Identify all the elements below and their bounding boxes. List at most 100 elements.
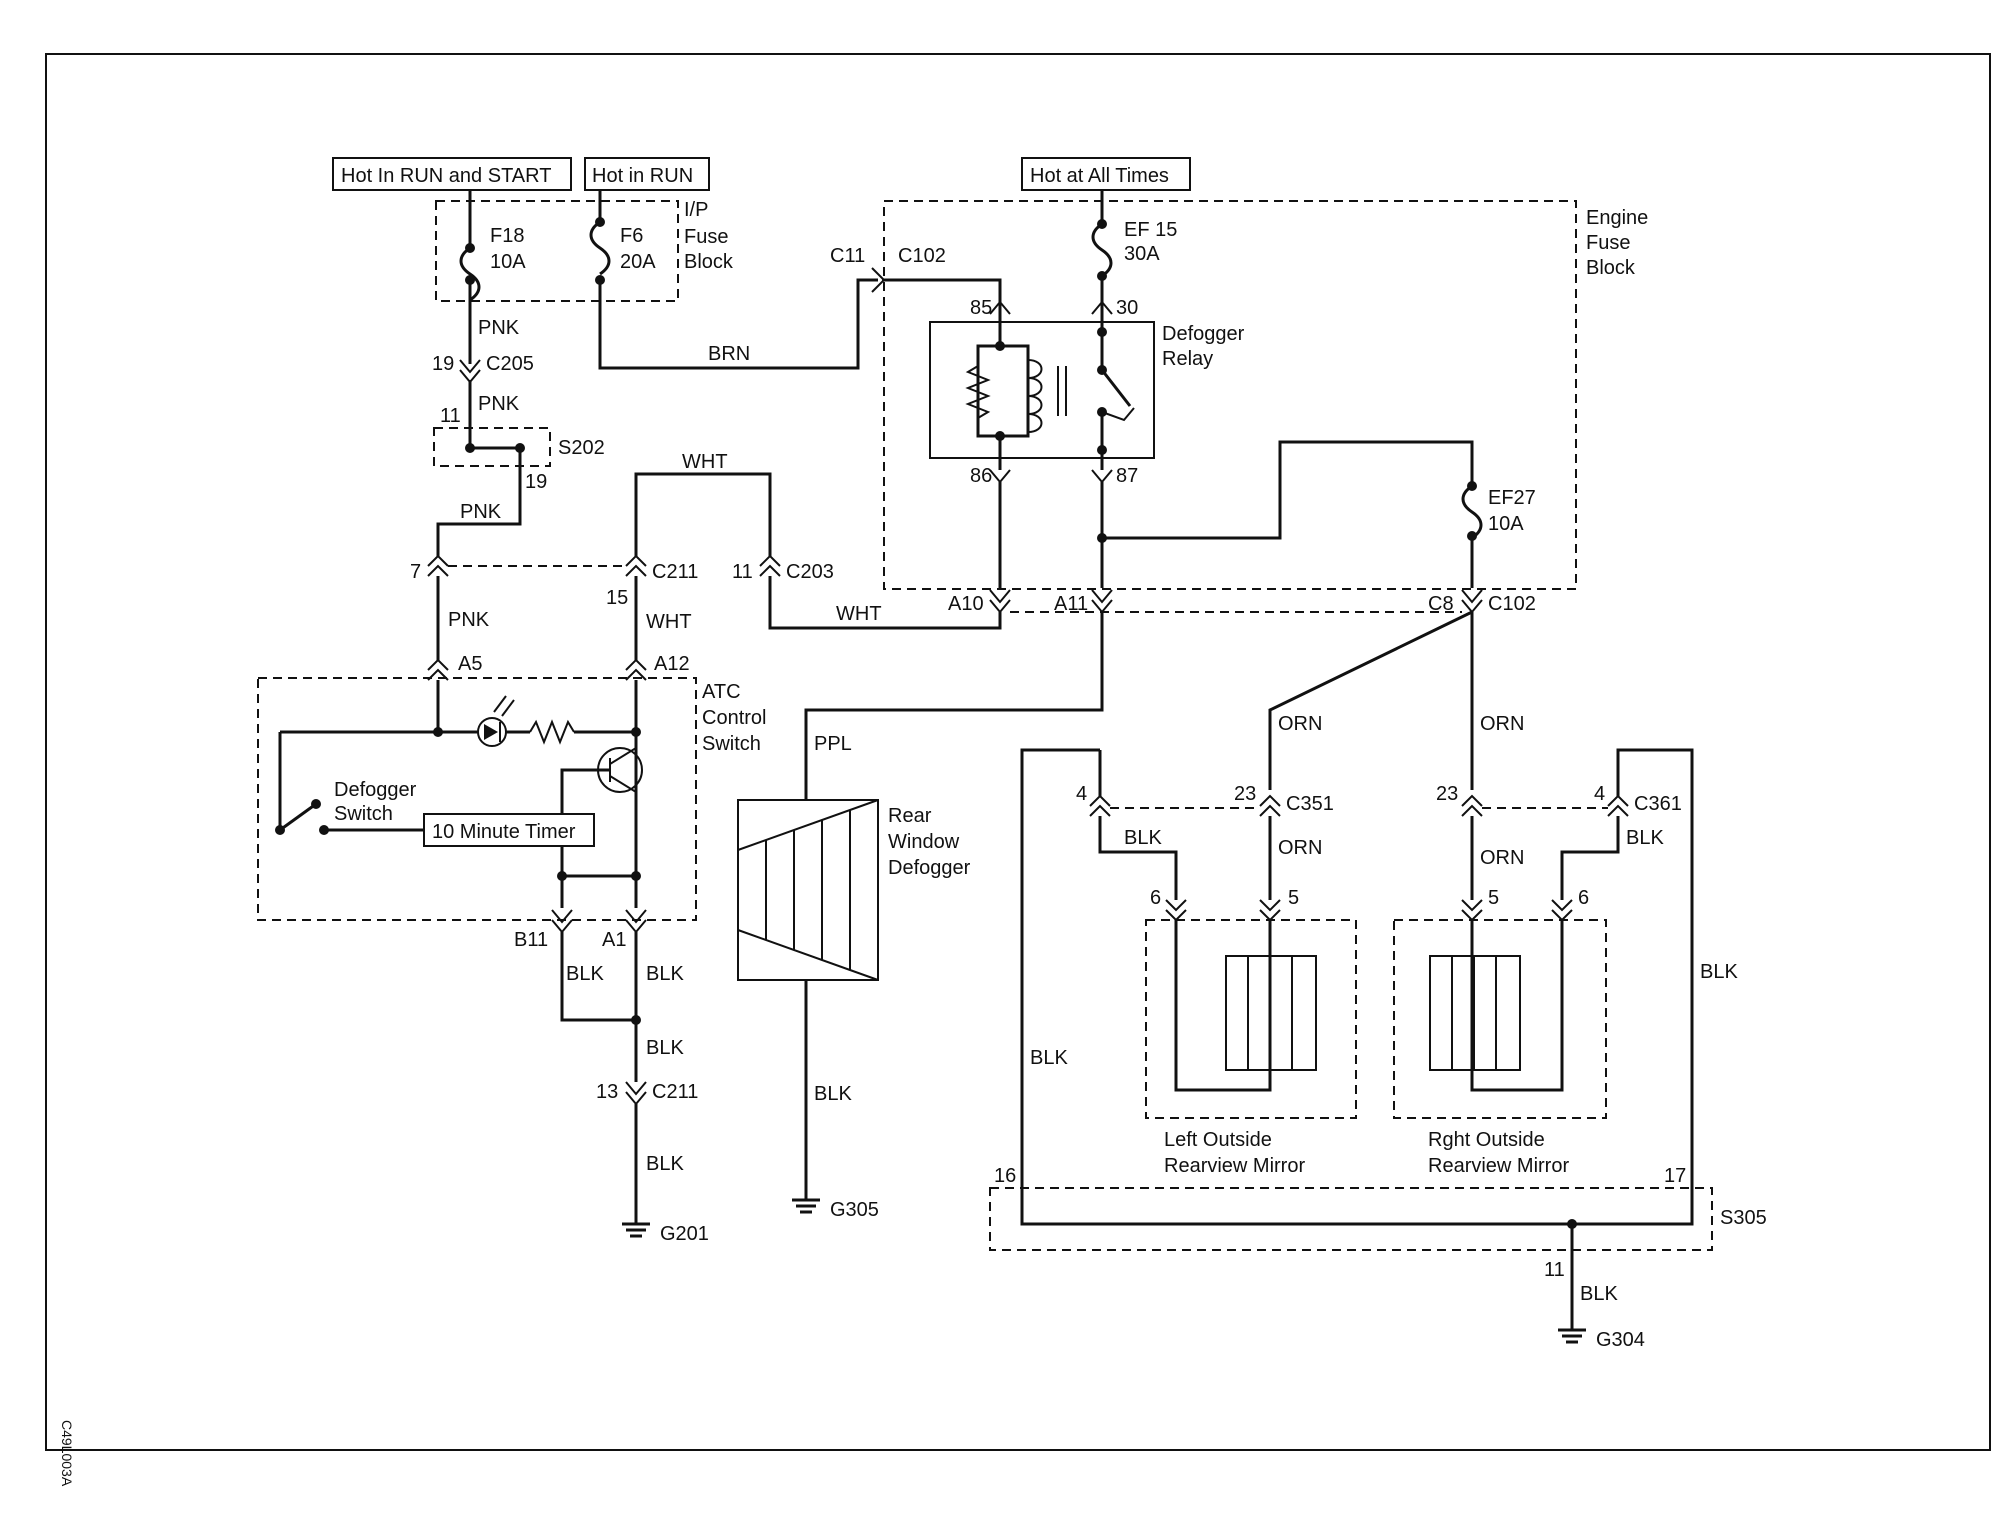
svg-text:4: 4	[1076, 783, 1087, 805]
wire-label-pnk-3: PNK	[460, 501, 502, 523]
svg-text:86: 86	[970, 465, 992, 487]
svg-text:10A: 10A	[1488, 513, 1524, 535]
svg-text:19: 19	[432, 353, 454, 375]
svg-text:Defogger: Defogger	[1162, 323, 1245, 345]
wire-label-blk-g201: BLK	[646, 1153, 684, 1175]
svg-text:G305: G305	[830, 1199, 879, 1221]
wire-label-orn-4: ORN	[1480, 847, 1524, 869]
ip-fuse-block	[435, 200, 679, 302]
svg-text:10A: 10A	[490, 251, 526, 273]
svg-text:13: 13	[596, 1081, 618, 1103]
svg-text:C102: C102	[898, 245, 946, 267]
svg-text:5: 5	[1488, 887, 1499, 909]
connector-a10	[989, 589, 1011, 614]
rear-window-defogger-label: Rear Window Defogger	[888, 805, 971, 879]
wire-label-ppl: PPL	[814, 733, 852, 755]
svg-text:Hot at All Times: Hot at All Times	[1030, 165, 1169, 187]
svg-text:30: 30	[1116, 297, 1138, 319]
svg-text:Defogger: Defogger	[334, 779, 417, 801]
fuse-ef27: EF27 10A	[1461, 481, 1536, 541]
svg-text:F18: F18	[490, 225, 524, 247]
defogger-relay	[929, 321, 1155, 459]
wire-label-orn-3: ORN	[1278, 837, 1322, 859]
svg-text:87: 87	[1116, 465, 1138, 487]
svg-text:Defogger: Defogger	[888, 857, 971, 879]
svg-text:5: 5	[1288, 887, 1299, 909]
fuse-ef15: EF 15 30A	[1091, 190, 1177, 281]
wire-label-brn: BRN	[708, 343, 750, 365]
svg-text:S202: S202	[558, 437, 605, 459]
wire-label-pnk-1: PNK	[478, 317, 520, 339]
svg-text:C351: C351	[1286, 793, 1334, 815]
svg-text:11: 11	[732, 561, 753, 583]
svg-text:A11: A11	[1054, 593, 1088, 615]
wire-label-pnk-4: PNK	[448, 609, 490, 631]
svg-text:23: 23	[1436, 783, 1458, 805]
right-mirror-heater	[1429, 955, 1521, 1071]
svg-text:C11: C11	[830, 245, 865, 267]
svg-text:11: 11	[440, 405, 461, 427]
svg-text:A10: A10	[948, 593, 984, 615]
svg-text:C102: C102	[1488, 593, 1536, 615]
svg-text:7: 7	[410, 561, 421, 583]
svg-text:Fuse: Fuse	[684, 226, 728, 248]
hot-all-times-box: Hot at All Times	[1021, 157, 1191, 191]
svg-text:F6: F6	[620, 225, 643, 247]
atc-control-switch-label: ATC Control Switch	[702, 681, 766, 755]
svg-text:B11: B11	[514, 929, 548, 951]
svg-text:Switch: Switch	[702, 733, 761, 755]
svg-text:A12: A12	[654, 653, 690, 675]
wire-label-blk-right: BLK	[1700, 961, 1738, 983]
connector-c351-pin4	[1089, 794, 1111, 817]
ground-g304: G304	[1558, 1328, 1645, 1351]
hot-run-box: Hot in RUN	[584, 157, 710, 191]
svg-text:Hot In RUN and START: Hot In RUN and START	[341, 165, 551, 187]
svg-text:16: 16	[994, 1165, 1016, 1187]
relay-pin-85	[989, 300, 1011, 315]
svg-text:Fuse: Fuse	[1586, 232, 1630, 254]
svg-text:EF 15: EF 15	[1124, 219, 1177, 241]
engine-fuse-block	[883, 200, 1577, 590]
svg-text:Left Outside: Left Outside	[1164, 1129, 1272, 1151]
figure-code: C49L003A	[59, 1420, 75, 1487]
wire-label-wht-1: WHT	[682, 451, 728, 473]
svg-text:ATC: ATC	[702, 681, 741, 703]
svg-text:Switch: Switch	[334, 803, 393, 825]
engine-fuse-block-label: Engine Fuse Block	[1586, 207, 1648, 279]
connector-c211-bottom	[625, 1081, 647, 1106]
hot-run-start-box: Hot In RUN and START	[332, 157, 572, 191]
connector-pin-7	[427, 554, 449, 577]
svg-text:4: 4	[1594, 783, 1605, 805]
svg-text:30A: 30A	[1124, 243, 1160, 265]
defogger-switch-label: Defogger Switch	[334, 779, 417, 825]
svg-text:C205: C205	[486, 353, 534, 375]
svg-text:19: 19	[525, 471, 547, 493]
svg-text:A1: A1	[602, 929, 626, 951]
wire-label-blk-b11: BLK	[566, 963, 604, 985]
connector-b11	[551, 909, 573, 934]
svg-text:6: 6	[1150, 887, 1161, 909]
wire-label-wht-3: WHT	[646, 611, 692, 633]
connector-c203	[759, 554, 781, 577]
svg-text:Rearview Mirror: Rearview Mirror	[1164, 1155, 1305, 1177]
fuse-f6: F6 20A	[589, 190, 656, 285]
wire-label-blk-left: BLK	[1030, 1047, 1068, 1069]
wire-label-orn-2: ORN	[1480, 713, 1524, 735]
svg-text:Block: Block	[684, 251, 734, 273]
svg-text:C211: C211	[652, 561, 698, 583]
svg-text:I/P: I/P	[684, 199, 708, 221]
wire-label-blk-g305: BLK	[814, 1083, 852, 1105]
defogger-relay-label: Defogger Relay	[1162, 323, 1245, 370]
wire-label-blk-a1: BLK	[646, 963, 684, 985]
connector-c8-c102	[1461, 589, 1483, 614]
splice-s202	[433, 427, 551, 467]
left-mirror-label: Left Outside Rearview Mirror	[1164, 1129, 1305, 1177]
splice-s305	[989, 1187, 1713, 1251]
svg-text:15: 15	[606, 587, 628, 609]
svg-text:C8: C8	[1428, 593, 1454, 615]
connector-c211-top	[625, 554, 647, 577]
left-mirror	[1145, 919, 1357, 1119]
wire-label-pnk-2: PNK	[478, 393, 520, 415]
ten-minute-timer: 10 Minute Timer	[423, 813, 595, 847]
svg-text:20A: 20A	[620, 251, 656, 273]
